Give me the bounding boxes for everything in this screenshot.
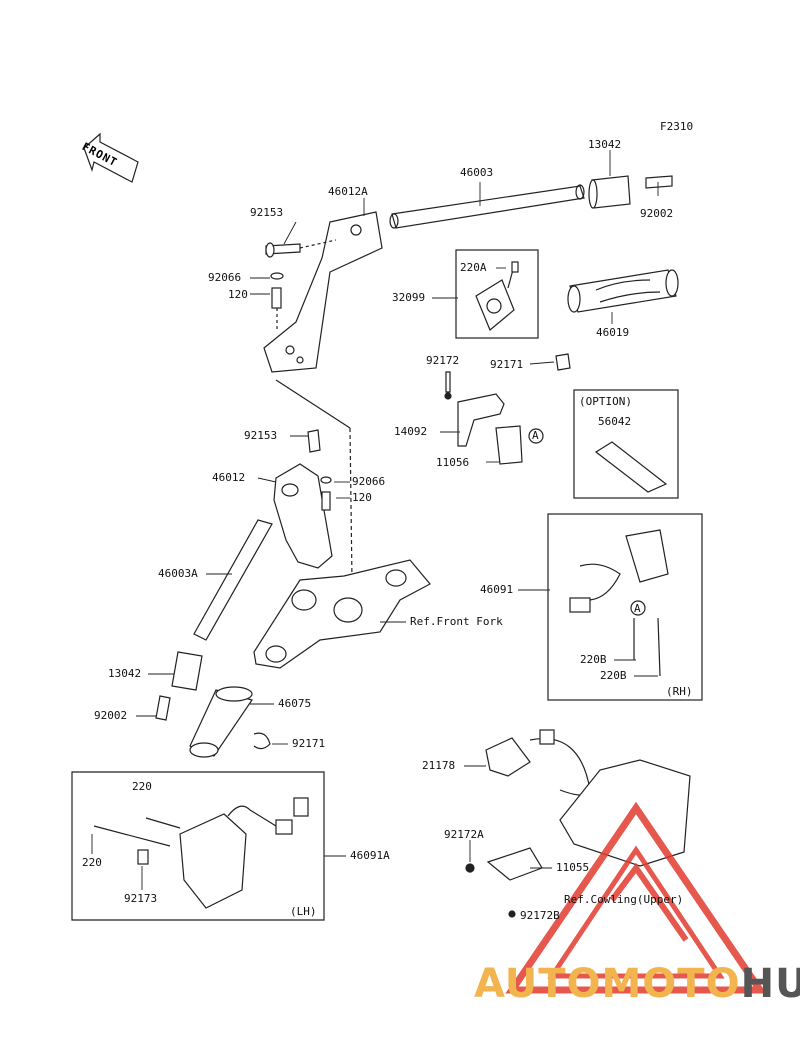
label-ref-front-fork: Ref.Front Fork [410,615,503,628]
triple-clamp [253,559,431,669]
label-a-2: A [634,602,641,615]
label-92002-b: 92002 [94,709,128,722]
holder-46012a [263,211,383,373]
handlebar-46003 [389,184,585,229]
screw-92172 [445,371,451,393]
handlebar-46003a [193,519,273,641]
label-46012: 46012 [212,471,246,484]
screw-92002-b [155,695,171,721]
label-120-a: 120 [228,288,248,301]
figure-code: F2310 [660,120,694,133]
label-92172: 92172 [426,354,460,367]
watermark-text: AUTOMOTOHUB [474,962,800,1006]
label-46075: 46075 [278,697,312,710]
label-rh: (RH) [666,685,693,698]
label-32099: 32099 [392,291,426,304]
label-92066-b: 92066 [352,475,386,488]
label-46091a: 46091A [350,849,390,862]
label-lh: (LH) [290,905,317,918]
watermark-part1: AUTOMOTO [474,961,741,1007]
label-92172a: 92172A [444,828,484,841]
grip-46019 [567,269,679,313]
washer-92066-a [270,272,284,280]
label-46003a: 46003A [158,567,198,580]
label-220a: 220A [460,261,487,274]
label-46091: 46091 [480,583,514,596]
label-220-side: 220 [82,856,102,869]
label-92171-b: 92171 [292,737,326,750]
watermark-part2: HUB [740,961,800,1007]
weight-13042-b [171,651,203,691]
cowling-upper [559,759,691,867]
weight-13042-a [591,175,631,209]
label-46019: 46019 [596,326,630,339]
label-92002-a: 92002 [640,207,674,220]
label-13042-b: 13042 [108,667,142,680]
label-13042-a: 13042 [588,138,622,151]
washer-92066-b [320,476,332,484]
label-21178: 21178 [422,759,456,772]
label-92171-a: 92171 [490,358,524,371]
label-92153-a: 92153 [250,206,284,219]
label-120-b: 120 [352,491,372,504]
bracket-14092 [457,393,505,447]
label-220b-2: 220B [600,669,627,682]
holder-46012 [273,463,333,569]
label-220-top: 220 [132,780,152,793]
bolt-120-a [271,287,282,309]
watermark-logo-icon [505,801,767,994]
label-220b-1: 220B [580,653,607,666]
screw-92002-a [645,175,673,189]
tube-56042 [594,441,668,493]
bracket-11056 [495,425,523,465]
bolt-92153-b [307,429,321,453]
label-14092: 14092 [394,425,428,438]
grip-46075 [189,686,253,758]
bolt-120-b [321,491,331,511]
label-46003: 46003 [460,166,494,179]
label-92172b: 92172B [520,909,560,922]
label-11056: 11056 [436,456,470,469]
clip-92171-b [253,732,271,750]
front-arrow-icon [83,132,139,183]
label-option: (OPTION) [579,395,632,408]
label-92066-a: 92066 [208,271,242,284]
label-56042: 56042 [598,415,632,428]
label-92173: 92173 [124,892,158,905]
relay-21178 [485,737,531,777]
label-46012a: 46012A [328,185,368,198]
clip-92171-a [555,353,571,371]
label-92153-b: 92153 [244,429,278,442]
label-11055: 11055 [556,861,590,874]
label-ref-cowling: Ref.Cowling(Upper) [564,893,684,906]
label-a-1: A [532,429,539,442]
bracket-11055 [486,847,543,881]
